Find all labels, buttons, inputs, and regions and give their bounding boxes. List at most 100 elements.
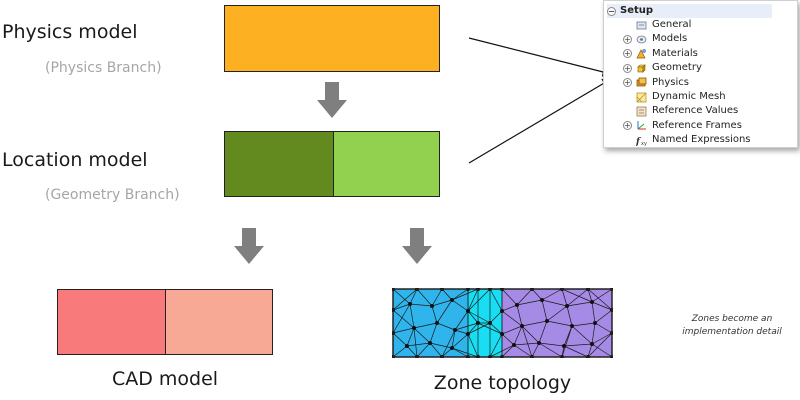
collapse-icon[interactable]: − xyxy=(607,6,616,16)
mesh-node xyxy=(515,303,519,307)
mesh-edge xyxy=(541,299,548,322)
mesh-edge xyxy=(392,332,408,347)
mesh-edge xyxy=(541,288,563,301)
mesh-edge xyxy=(501,325,523,335)
zones-note-line1: Zones become an xyxy=(691,314,773,324)
mesh-edge xyxy=(546,305,568,322)
mesh-edge xyxy=(451,347,479,358)
mesh-edge xyxy=(467,288,491,312)
tree-item-label: Models xyxy=(652,33,688,45)
mesh-edge xyxy=(561,288,568,307)
mesh-node xyxy=(512,343,516,347)
mesh-node xyxy=(565,304,569,308)
mesh-edge xyxy=(451,333,469,349)
expand-icon[interactable]: + xyxy=(623,63,632,73)
tree-item-geometry[interactable]: +Geometry xyxy=(623,61,702,75)
mesh-node xyxy=(570,324,574,328)
expand-icon[interactable]: + xyxy=(623,49,632,59)
mesh-edge xyxy=(513,325,523,346)
tree-item-physics[interactable]: +Physics xyxy=(623,76,689,90)
mesh-edge xyxy=(566,301,593,307)
mesh-edge xyxy=(467,333,479,358)
mesh-edge xyxy=(406,345,418,358)
mesh-edge xyxy=(406,342,431,347)
mesh-edge xyxy=(594,309,613,324)
mesh-edge xyxy=(409,303,415,329)
tree-item-setup[interactable]: − Setup xyxy=(607,4,772,18)
mesh-edge xyxy=(454,322,479,331)
mesh-edge xyxy=(538,320,548,344)
mesh-edge xyxy=(451,299,469,312)
tree-item-reference-frames[interactable]: +Reference Frames xyxy=(623,119,742,133)
expand-icon[interactable]: + xyxy=(623,121,632,131)
mesh-edge xyxy=(451,347,469,358)
mesh-edge xyxy=(561,325,573,358)
mesh-node xyxy=(590,342,594,346)
mesh-edge xyxy=(436,299,453,324)
down-arrow-icon xyxy=(234,228,264,264)
mesh-edge xyxy=(489,322,503,335)
mesh-edge xyxy=(501,333,515,346)
tree-item-general[interactable]: General xyxy=(623,18,691,32)
location-connector-arrow xyxy=(468,78,613,164)
mesh-node xyxy=(488,321,492,325)
mesh-edge xyxy=(561,288,593,303)
physics-model-box xyxy=(224,5,440,72)
tree-item-label: Named Expressions xyxy=(652,134,751,146)
mesh-edge xyxy=(541,299,568,307)
mesh-edge xyxy=(591,343,613,358)
mesh-node xyxy=(476,321,480,325)
mesh-edge xyxy=(566,305,573,327)
mesh-edge xyxy=(441,347,453,358)
mesh-edge xyxy=(538,342,563,358)
svg-text:xy: xy xyxy=(641,141,647,146)
mesh-node xyxy=(408,302,412,306)
mesh-edge xyxy=(501,288,518,306)
mesh-edge xyxy=(392,288,418,311)
mesh-edge xyxy=(591,332,613,345)
mesh-edge xyxy=(489,333,503,358)
zone-topology-mesh xyxy=(392,288,613,358)
mesh-edge xyxy=(513,342,540,346)
mesh-edge xyxy=(587,332,613,358)
mesh-edge xyxy=(467,310,479,324)
expand-icon[interactable]: + xyxy=(623,34,632,44)
mesh-edge xyxy=(467,288,479,312)
mesh-edge xyxy=(513,344,533,358)
tree-item-models[interactable]: + Models xyxy=(623,32,687,46)
mesh-edge xyxy=(521,325,540,344)
mesh-edge xyxy=(489,310,503,324)
mesh-node xyxy=(562,344,566,348)
mesh-node xyxy=(453,328,457,332)
mesh-edge xyxy=(591,301,613,311)
dynamic-mesh-icon xyxy=(636,92,652,103)
cad-model-right-region xyxy=(166,290,272,354)
tree-item-reference-values[interactable]: Reference Values xyxy=(623,104,738,118)
mesh-edge xyxy=(392,303,411,311)
tree-item-materials[interactable]: + Materials xyxy=(623,47,698,61)
mesh-edge xyxy=(451,288,479,301)
mesh-edge xyxy=(436,322,456,331)
reference-frames-icon xyxy=(636,120,652,131)
svg-text:f: f xyxy=(636,137,642,146)
mesh-node xyxy=(537,341,541,345)
mesh-edge xyxy=(416,288,433,307)
mesh-edge xyxy=(451,329,456,349)
general-icon xyxy=(636,20,652,31)
mesh-edge xyxy=(431,299,453,307)
mesh-edge xyxy=(538,342,565,347)
mesh-node xyxy=(428,341,432,345)
mesh-edge xyxy=(521,320,548,327)
down-arrow-icon xyxy=(317,82,347,118)
physics-model-label: Physics model xyxy=(2,21,138,43)
tree-item-dynamic-mesh[interactable]: Dynamic Mesh xyxy=(623,90,726,104)
tree-item-label: Materials xyxy=(652,47,698,59)
location-model-right-region xyxy=(334,132,439,196)
mesh-edge xyxy=(591,322,596,345)
expand-icon[interactable]: + xyxy=(623,78,632,88)
setup-tree-panel: − Setup General + Models + Materials +Geometr… xyxy=(603,0,798,148)
mesh-edge xyxy=(587,288,613,311)
mesh-edge xyxy=(429,322,438,344)
